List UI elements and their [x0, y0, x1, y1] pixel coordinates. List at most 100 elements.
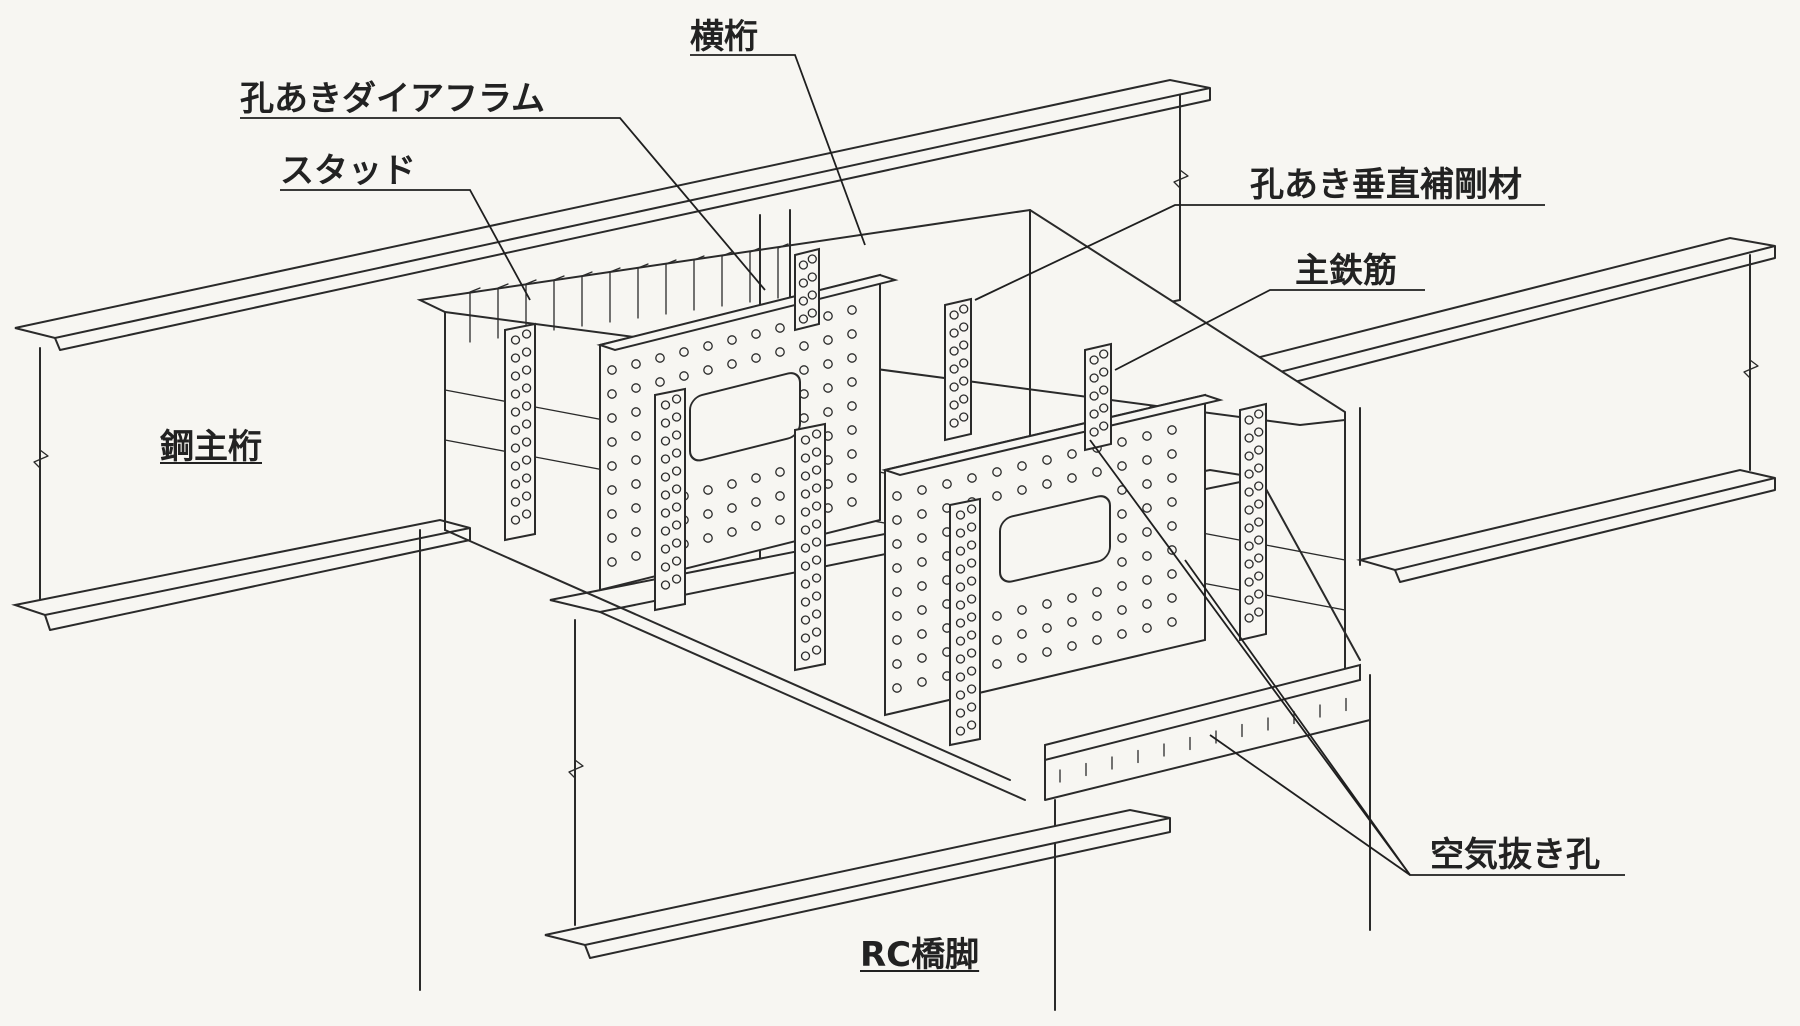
perforation-hole — [1099, 349, 1109, 359]
perforation-hole — [1067, 473, 1077, 483]
perforation-hole — [607, 437, 617, 447]
perforation-hole — [966, 522, 977, 532]
perforation-hole — [800, 579, 811, 589]
perforation-hole — [631, 359, 641, 369]
perforation-hole — [800, 615, 811, 625]
left-steel-main-girder — [11, 78, 1211, 631]
perforation-hole — [607, 461, 617, 471]
perforated-diaphragm-front — [881, 393, 1224, 717]
perforation-hole — [959, 340, 969, 350]
perforation-hole — [799, 413, 809, 423]
perforation-hole — [847, 425, 857, 435]
perforation-hole — [1142, 599, 1152, 609]
leader-air-vent-2 — [1184, 559, 1411, 876]
perforation-hole — [966, 540, 977, 550]
perforation-hole — [811, 573, 822, 583]
perforation-hole — [955, 564, 966, 574]
perforation-hole — [751, 473, 761, 483]
perforation-hole — [955, 600, 966, 610]
perforation-hole — [775, 491, 785, 501]
label-air-vent-hole: 空気抜き孔 — [1430, 835, 1600, 875]
perforation-hole — [966, 612, 977, 622]
leader-air-vent-3 — [1209, 734, 1411, 876]
perforation-hole — [631, 431, 641, 441]
perforation-hole — [671, 430, 682, 440]
perforation-hole — [966, 558, 977, 568]
perforation-hole — [671, 502, 682, 512]
perforation-hole — [1042, 455, 1052, 465]
perforation-hole — [510, 443, 521, 453]
perforation-hole — [1017, 605, 1027, 615]
perforation-hole — [521, 491, 532, 501]
perforation-hole — [1017, 485, 1027, 495]
perforation-hole — [1099, 421, 1109, 431]
perforation-hole — [1254, 517, 1264, 527]
label-perforated-diaphragm: 孔あきダイアフラム — [240, 79, 545, 119]
perforation-hole — [800, 597, 811, 607]
perforation-hole — [811, 501, 822, 511]
perforation-hole — [807, 290, 817, 300]
perforation-hole — [955, 618, 966, 628]
perforation-hole — [727, 503, 737, 513]
perforation-hole — [660, 454, 671, 464]
perforation-hole — [847, 497, 857, 507]
perforation-hole — [727, 359, 737, 369]
perforation-hole — [917, 557, 927, 567]
perforation-hole — [800, 543, 811, 553]
perforation-hole — [510, 335, 521, 345]
stud — [637, 263, 649, 319]
label-cross-beam: 横桁 — [690, 17, 758, 57]
perforation-hole — [959, 412, 969, 422]
label-rc-pier: RC橋脚 — [860, 935, 980, 975]
perforation-hole — [992, 635, 1002, 645]
perforation-hole — [1089, 409, 1099, 419]
perforation-hole — [660, 418, 671, 428]
perforation-hole — [1117, 533, 1127, 543]
perforation-hole — [823, 335, 833, 345]
perforation-hole — [847, 305, 857, 315]
perforation-hole — [917, 629, 927, 639]
perforation-hole — [1142, 503, 1152, 513]
perforation-hole — [811, 609, 822, 619]
stud — [497, 283, 509, 339]
perforation-hole — [1042, 479, 1052, 489]
perforation-hole — [510, 497, 521, 507]
leader-stud — [280, 189, 531, 301]
stud — [693, 255, 705, 311]
perforation-hole — [1244, 505, 1254, 515]
perforation-hole — [607, 557, 617, 567]
stud — [721, 251, 733, 307]
diaphragm-opening — [689, 372, 801, 462]
perforation-hole — [1042, 623, 1052, 633]
leader-main-rebar — [1114, 289, 1425, 371]
studs — [469, 243, 789, 343]
perforation-hole — [949, 310, 959, 320]
perforation-hole — [1142, 455, 1152, 465]
perforation-hole — [727, 335, 737, 345]
perforation-hole — [521, 401, 532, 411]
perforation-hole — [949, 346, 959, 356]
perforation-hole — [823, 383, 833, 393]
perforation-hole — [966, 594, 977, 604]
perforation-hole — [671, 412, 682, 422]
perforation-hole — [917, 653, 927, 663]
perforation-hole — [521, 455, 532, 465]
perforation-hole — [800, 453, 811, 463]
perforation-hole — [811, 483, 822, 493]
perforation-hole — [949, 382, 959, 392]
perforation-hole — [1167, 473, 1177, 483]
perforation-hole — [660, 400, 671, 410]
perforation-hole — [892, 491, 902, 501]
perforation-hole — [679, 371, 689, 381]
perforation-hole — [807, 272, 817, 282]
perforation-hole — [942, 479, 952, 489]
perforation-hole — [607, 509, 617, 519]
perforation-hole — [959, 322, 969, 332]
perforation-hole — [510, 461, 521, 471]
perforation-hole — [607, 533, 617, 543]
perforation-hole — [1244, 487, 1254, 497]
perforation-hole — [966, 648, 977, 658]
perforation-hole — [1117, 509, 1127, 519]
perforation-hole — [671, 520, 682, 530]
perforation-hole — [1254, 571, 1264, 581]
